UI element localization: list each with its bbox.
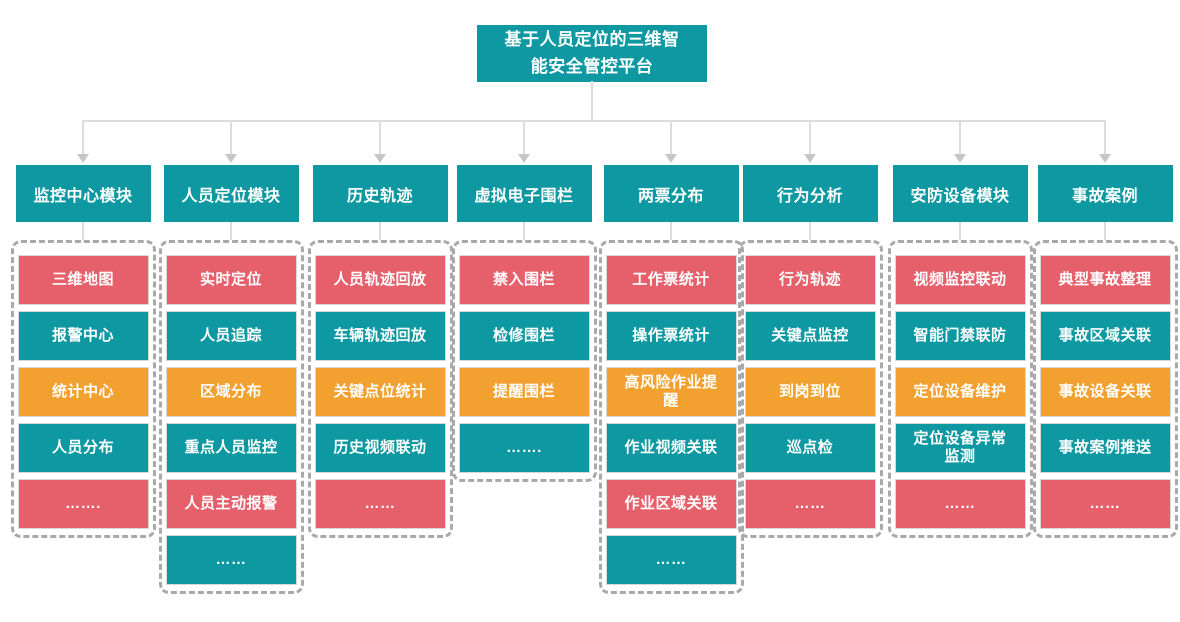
module-header: 两票分布 [603,165,739,222]
module-header: 事故案例 [1037,165,1173,222]
module-item: …… [165,535,297,585]
arrow-down-icon [374,154,386,163]
module-item: 三维地图 [17,255,149,305]
module-group: 行为轨迹关键点监控到岗到位巡点检 …… [737,240,883,538]
connector-drop-line [82,120,84,155]
module-item: 定位设备异常 监测 [894,423,1026,473]
module-group: 工作票统计操作票统计高风险作业提 醒作业视频关联作业区域关联 …… [598,240,744,594]
connector-drop-line [379,120,381,155]
module-item: 作业区域关联 [605,479,737,529]
module-item: 检修围栏 [458,311,590,361]
module-item: ……. [17,479,149,529]
connector-header-stub [1104,222,1106,240]
arrow-down-icon [77,154,89,163]
connector-drop-line [809,120,811,155]
module-item: 定位设备维护 [894,367,1026,417]
module-item: 巡点检 [744,423,876,473]
module-item: 典型事故整理 [1039,255,1171,305]
arrow-down-icon [1099,154,1111,163]
module-item: 操作票统计 [605,311,737,361]
connector-header-stub [379,222,381,240]
module-item: 高风险作业提 醒 [605,367,737,417]
connector-header-stub [523,222,525,240]
module-item: ……. [458,423,590,473]
module-item: 作业视频关联 [605,423,737,473]
module-item: 智能门禁联防 [894,311,1026,361]
module-item: 视频监控联动 [894,255,1026,305]
connector-horizontal [83,120,1105,122]
module-group: 典型事故整理事故区域关联事故设备关联事故案例推送 …… [1032,240,1178,538]
module-item: 车辆轨迹回放 [314,311,446,361]
connector-header-stub [230,222,232,240]
arrow-down-icon [225,154,237,163]
module-header: 行为分析 [742,165,878,222]
arrow-down-icon [665,154,677,163]
module-item: …… [744,479,876,529]
module-item: 事故案例推送 [1039,423,1171,473]
platform-root-node: 基于人员定位的三维智 能安全管控平台 [477,25,707,82]
module-item: 报警中心 [17,311,149,361]
module-group: 禁入围栏检修围栏提醒围栏 ……. [451,240,597,482]
arrow-down-icon [954,154,966,163]
module-item: 统计中心 [17,367,149,417]
module-header: 历史轨迹 [312,165,448,222]
module-item: 禁入围栏 [458,255,590,305]
module-item: …… [605,535,737,585]
module-header: 虚拟电子围栏 [456,165,592,222]
module-header: 安防设备模块 [892,165,1028,222]
connector-header-stub [809,222,811,240]
module-item: 人员追踪 [165,311,297,361]
module-item: 工作票统计 [605,255,737,305]
module-item: 到岗到位 [744,367,876,417]
module-item: 历史视频联动 [314,423,446,473]
module-item: 人员分布 [17,423,149,473]
connector-header-stub [959,222,961,240]
module-item: …… [894,479,1026,529]
module-item: 关键点监控 [744,311,876,361]
connector-drop-line [1104,120,1106,155]
module-header: 监控中心模块 [15,165,151,222]
module-item: 事故区域关联 [1039,311,1171,361]
module-item: 重点人员监控 [165,423,297,473]
module-item: …… [314,479,446,529]
arrow-down-icon [518,154,530,163]
module-item: 关键点位统计 [314,367,446,417]
module-item: 区域分布 [165,367,297,417]
connector-header-stub [670,222,672,240]
connector-header-stub [82,222,84,240]
module-group: 人员轨迹回放车辆轨迹回放关键点位统计历史视频联动 …… [307,240,453,538]
module-item: 事故设备关联 [1039,367,1171,417]
connector-root-stub [591,81,593,122]
connector-drop-line [523,120,525,155]
connector-drop-line [230,120,232,155]
module-group: 实时定位人员追踪区域分布重点人员监控人员主动报警 …… [158,240,304,594]
module-item: 提醒围栏 [458,367,590,417]
arrow-down-icon [804,154,816,163]
module-item: 人员主动报警 [165,479,297,529]
connector-drop-line [670,120,672,155]
module-item: 人员轨迹回放 [314,255,446,305]
module-item: 实时定位 [165,255,297,305]
module-header: 人员定位模块 [163,165,299,222]
connector-drop-line [959,120,961,155]
module-item: …… [1039,479,1171,529]
module-group: 视频监控联动智能门禁联防定位设备维护定位设备异常 监测 …… [887,240,1033,538]
module-group: 三维地图报警中心统计中心人员分布 ……. [10,240,156,538]
module-item: 行为轨迹 [744,255,876,305]
